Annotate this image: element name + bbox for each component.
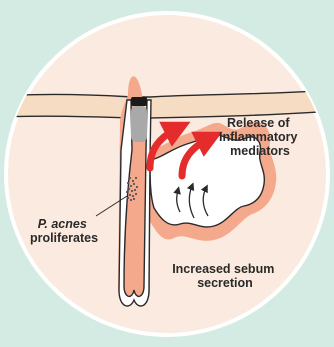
sebum-label-line2: secretion <box>197 276 253 290</box>
bacteria-dot <box>134 189 136 191</box>
bacteria-dot <box>133 183 135 185</box>
release-label-line3: mediators <box>230 144 290 158</box>
keratin-plug <box>131 97 147 106</box>
bacteria-dot <box>132 195 134 197</box>
bacteria-dot <box>129 177 131 179</box>
release-label: Release of Inflammatory mediators <box>219 116 301 158</box>
bacteria-dot <box>135 193 137 195</box>
bacteria-dot <box>135 177 137 179</box>
bacteria-dot <box>132 180 134 182</box>
bacteria-name: P. acnes <box>38 217 87 231</box>
bacteria-dot <box>130 185 132 187</box>
bacteria-dot <box>130 199 132 201</box>
bacteria-dot <box>126 191 128 193</box>
release-label-line2: Inflammatory <box>219 130 298 144</box>
bacteria-dot <box>128 188 130 190</box>
bacteria-dot <box>127 182 129 184</box>
sebum-label-line1: Increased sebum <box>172 262 274 276</box>
release-label-line1: Release of <box>227 116 290 130</box>
bacteria-action: proliferates <box>30 231 98 245</box>
hair-shaft <box>131 106 147 142</box>
bacteria-label: P. acnes proliferates <box>30 217 98 245</box>
bacteria-dot <box>133 198 135 200</box>
bacteria-dot <box>131 190 133 192</box>
bacteria-dot <box>136 186 138 188</box>
bacteria-dot <box>127 197 129 199</box>
bacteria-dot <box>129 194 131 196</box>
